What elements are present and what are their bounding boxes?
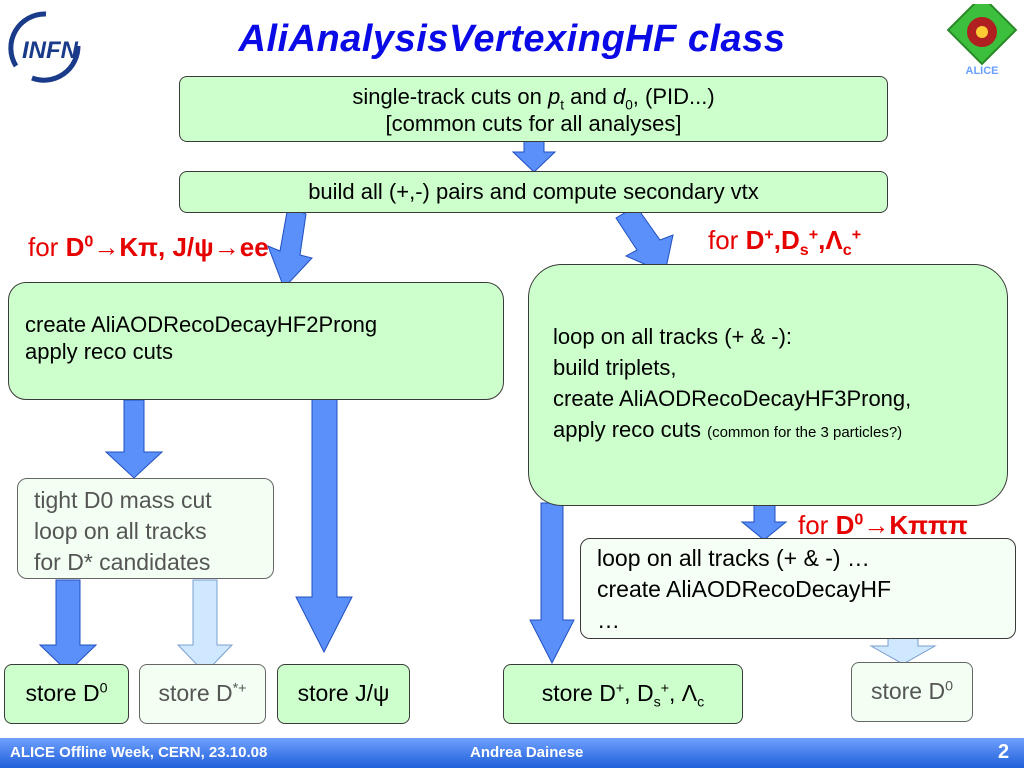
alice-logo-text: ALICE <box>966 65 999 77</box>
arrow-left-diagonal-icon <box>267 205 313 289</box>
label-for-3prong: for D+,Ds+,Λc+ <box>708 225 862 260</box>
label-text: + <box>851 225 862 244</box>
box-text: apply reco cuts <box>553 417 701 442</box>
box-text: 0 <box>945 678 954 695</box>
two-prong-box: create AliAODRecoDecayHF2Prong apply rec… <box>8 282 504 400</box>
box-text: ψ <box>373 680 390 706</box>
footer-author: Andrea Dainese <box>470 744 584 761</box>
box-text: and <box>564 84 613 109</box>
build-pairs-box: build all (+,-) pairs and compute second… <box>179 171 888 213</box>
box-text: create AliAODRecoDecayHF <box>597 576 891 602</box>
box-text: store D <box>158 680 233 706</box>
footer-bar: ALICE Offline Week, CERN, 23.10.08 Andre… <box>0 738 1024 768</box>
slide-title: AliAnalysisVertexingHF class <box>238 18 786 60</box>
box-text: single-track cuts on <box>352 84 548 109</box>
box-note: (common for the 3 particles?) <box>707 424 903 441</box>
box-text: store D <box>541 680 616 706</box>
label-text: for <box>28 232 66 262</box>
arrow-down-icon <box>295 394 353 654</box>
store-d0-right-box: store D0 <box>851 662 973 722</box>
label-text: + <box>808 225 819 244</box>
box-text: c <box>697 694 705 711</box>
box-text: build triplets, <box>553 355 677 380</box>
label-text: ,D <box>773 225 800 255</box>
box-text: for D* candidates <box>34 549 211 575</box>
box-text: loop on all tracks (+ & -): <box>553 324 793 349</box>
box-text: Λ <box>681 680 698 706</box>
single-track-cuts-box: single-track cuts on pt and d0, (PID...)… <box>179 76 888 142</box>
label-text: for <box>798 510 836 540</box>
box-text: , <box>669 680 682 706</box>
label-text: D <box>835 510 855 540</box>
label-text: D <box>65 232 85 262</box>
box-text: store D <box>25 680 100 706</box>
label-text: ,Λ <box>818 225 843 255</box>
label-text: for <box>708 225 746 255</box>
dstar-box: tight D0 mass cut loop on all tracks for… <box>17 478 274 579</box>
box-text: p <box>547 84 561 109</box>
box-text: s <box>653 694 661 711</box>
arrow-down-icon <box>740 504 788 541</box>
three-prong-box: loop on all tracks (+ & -): build triple… <box>528 264 1008 506</box>
label-text: → <box>863 510 890 540</box>
arrow-down-icon <box>38 579 98 673</box>
store-jpsi-box: store J/ψ <box>277 664 410 724</box>
box-text: loop on all tracks (+ & -) … <box>597 545 870 571</box>
box-text: 0 <box>99 680 108 697</box>
label-text: s <box>799 241 809 260</box>
label-text: 0 <box>84 232 94 251</box>
box-text: … <box>597 607 620 633</box>
arrow-down-icon <box>529 502 575 665</box>
box-text: *+ <box>232 680 247 697</box>
four-prong-box: loop on all tracks (+ & -) … create AliA… <box>580 538 1016 639</box>
page-number: 2 <box>998 741 1010 763</box>
store-d0-box: store D0 <box>4 664 129 724</box>
label-for-4prong: for D0→Kπππ <box>798 510 968 541</box>
arrow-down-icon <box>104 399 164 479</box>
label-text: D <box>745 225 765 255</box>
box-text: + <box>615 680 625 697</box>
box-text: create AliAODRecoDecayHF2Prong <box>25 312 378 337</box>
box-text: create AliAODRecoDecayHF3Prong, <box>553 386 912 411</box>
box-text: [common cuts for all analyses] <box>385 111 682 136</box>
box-text: , (PID...) <box>632 84 715 109</box>
infn-logo: INFN <box>6 6 86 86</box>
arrow-down-icon <box>176 579 234 674</box>
box-text: t <box>560 97 565 113</box>
label-text: ee <box>239 232 269 262</box>
arrow-down-icon <box>511 139 557 173</box>
box-text: store J/ <box>297 680 373 706</box>
box-text: tight D0 mass cut <box>34 487 212 513</box>
arrow-right-diagonal-icon <box>615 205 674 274</box>
label-text: + <box>764 225 774 244</box>
label-text: → <box>93 232 120 262</box>
label-text: 0 <box>854 510 864 529</box>
box-text: , D <box>624 680 654 706</box>
label-text: Kπ, J/ψ <box>119 232 214 262</box>
box-text: d <box>612 84 626 109</box>
label-for-2prong: for D0→Kπ, J/ψ→ee <box>28 232 269 263</box>
alice-logo: ALICE <box>944 0 1020 78</box>
box-text: apply reco cuts <box>25 339 173 364</box>
box-text: store D <box>870 678 946 704</box>
footer-event: ALICE Offline Week, CERN, 23.10.08 <box>10 744 268 761</box>
box-text: 0 <box>625 97 633 113</box>
label-text: Kπππ <box>889 510 968 540</box>
store-dplus-box: store D+, Ds+, Λc <box>503 664 743 724</box>
label-text: → <box>213 232 240 262</box>
box-text: + <box>660 680 670 697</box>
infn-logo-text: INFN <box>22 37 79 64</box>
store-dstar-box: store D*+ <box>139 664 266 724</box>
box-text: loop on all tracks <box>34 518 207 544</box>
label-text: c <box>842 241 852 260</box>
